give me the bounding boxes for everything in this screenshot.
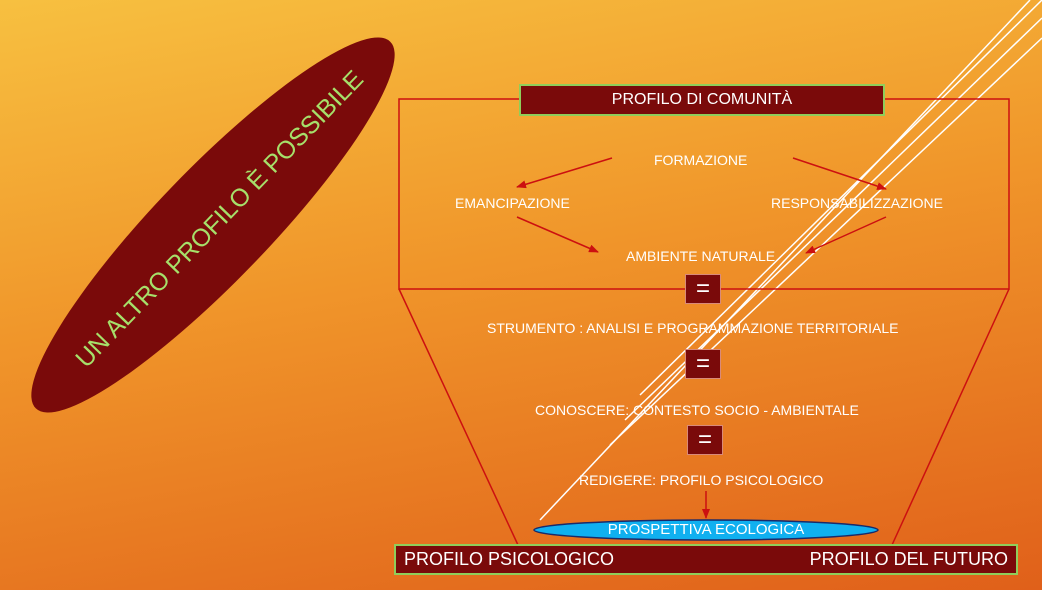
profilo-comunita-box: PROFILO DI COMUNITÀ [519,84,885,116]
label-emancipazione: EMANCIPAZIONE [455,195,570,211]
diagonal-ellipse [31,37,395,413]
equals-box-3: = [687,425,723,455]
label-conoscere: CONOSCERE: CONTESTO SOCIO - AMBIENTALE [535,402,859,418]
label-responsabilizzazione: RESPONSABILIZZAZIONE [771,195,943,211]
label-prospettiva-ecologica: PROSPETTIVA ECOLOGICA [607,521,805,538]
arrow-formazione-to-responsabilizzazione [792,157,887,190]
arrow-emancipazione-to-ambiente [516,216,599,253]
label-redigere: REDIGERE: PROFILO PSICOLOGICO [579,472,824,488]
bottom-bar: PROFILO PSICOLOGICO PROFILO DEL FUTURO [394,544,1018,575]
funnel-left-side [398,288,519,546]
equals-box-1: = [685,274,721,304]
funnel-right-side [891,288,1010,546]
label-profilo-del-futuro: PROFILO DEL FUTURO [809,549,1008,569]
arrow-responsabilizzazione-to-ambiente [805,216,887,254]
profilo-comunita-label: PROFILO DI COMUNITÀ [611,91,793,108]
label-profilo-psicologico: PROFILO PSICOLOGICO [404,549,615,569]
label-ambiente-naturale: AMBIENTE NATURALE [626,248,776,264]
equals-box-2: = [685,349,721,379]
label-strumento: STRUMENTO : ANALISI E PROGRAMMAZIONE TER… [487,320,899,336]
label-formazione: FORMAZIONE [654,152,748,168]
arrow-formazione-to-emancipazione [516,157,613,189]
prospettiva-ellipse [533,519,879,541]
decorative-stripes [539,0,1042,521]
